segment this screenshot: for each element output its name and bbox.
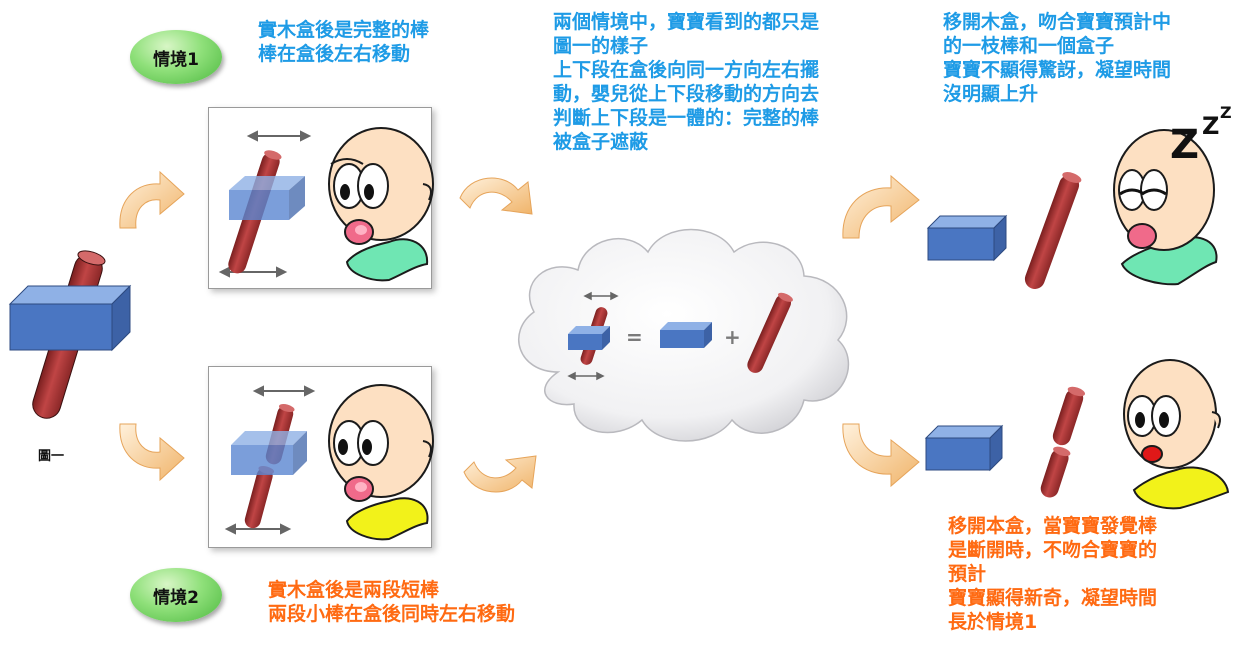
baby-calm xyxy=(328,127,434,282)
outcome1-illustration: Z Z Z xyxy=(926,103,1232,289)
outcome2-illustration xyxy=(924,359,1230,510)
baby-yellow xyxy=(328,384,434,541)
outcome1-box xyxy=(926,214,1008,262)
cloud-box-standalone xyxy=(660,322,712,348)
scenario2-panel xyxy=(208,366,434,548)
scenario1-badge-label: 情境1 xyxy=(153,49,199,70)
arrow-scenario2-to-cloud xyxy=(463,455,537,493)
cloud-motion-arrow-top xyxy=(583,291,619,301)
cloud-motion-arrow-bottom xyxy=(567,371,605,381)
outcome1-rod xyxy=(1024,172,1082,289)
figure1-box xyxy=(8,284,132,352)
occluder-box xyxy=(231,431,307,475)
sleep-z-icon: Z Z Z xyxy=(1170,103,1232,168)
outcome2-rod-bottom xyxy=(1040,446,1071,498)
scenario1-panel xyxy=(208,107,434,289)
top-motion-arrow xyxy=(246,130,312,142)
baby-surprised xyxy=(1123,359,1230,510)
cloud-box-left xyxy=(568,326,610,350)
equation-cloud: = + xyxy=(517,228,850,442)
arrow-to-outcome1 xyxy=(842,174,920,239)
equals-sign: = xyxy=(626,325,643,349)
occluder-box xyxy=(229,176,305,220)
scenario2-illustration xyxy=(224,384,434,541)
center-explanation: 兩個情境中，寶寶看到的都只是 圖一的樣子 上下段在盒後向同一方向左右擺 動，嬰兒… xyxy=(553,11,820,153)
arrow-to-outcome2 xyxy=(842,423,920,488)
scenario1-illustration xyxy=(218,127,434,282)
svg-text:Z: Z xyxy=(1202,112,1219,140)
arrow-to-scenario2 xyxy=(119,423,185,482)
outcome1-description: 移開木盒，吻合寶寶預計中 的一枝棒和一個盒子 寶寶不顯得驚訝，凝望時間 沒明顯上… xyxy=(943,11,1172,105)
scenario2-badge: 情境2 xyxy=(130,568,222,622)
outcome2-box xyxy=(924,424,1004,472)
svg-text:Z: Z xyxy=(1220,103,1232,122)
baby-sleepy xyxy=(1113,129,1218,286)
plus-sign: + xyxy=(724,325,741,349)
outcome2-rod-top xyxy=(1052,386,1086,446)
scenario1-badge: 情境1 xyxy=(130,30,222,84)
top-motion-arrow xyxy=(252,385,316,397)
bottom-motion-arrow xyxy=(224,523,292,535)
figure1-illustration xyxy=(8,250,132,419)
outcome2-description: 移開本盒，當寶寶發覺棒 是斷開時，不吻合寶寶的 預計 寶寶顯得新奇，凝望時間 長… xyxy=(948,515,1158,633)
svg-text:Z: Z xyxy=(1170,122,1199,168)
arrow-to-scenario1 xyxy=(119,170,185,229)
scenario2-badge-label: 情境2 xyxy=(153,587,199,608)
figure1-label: 圖一 xyxy=(38,449,65,464)
scenario1-description: 實木盒後是完整的棒 棒在盒後左右移動 xyxy=(258,19,430,65)
scenario2-description: 實木盒後是兩段短棒 兩段小棒在盒後同時左右移動 xyxy=(268,579,516,625)
arrow-scenario1-to-cloud xyxy=(459,177,533,215)
cloud-rod-standalone xyxy=(747,292,793,373)
